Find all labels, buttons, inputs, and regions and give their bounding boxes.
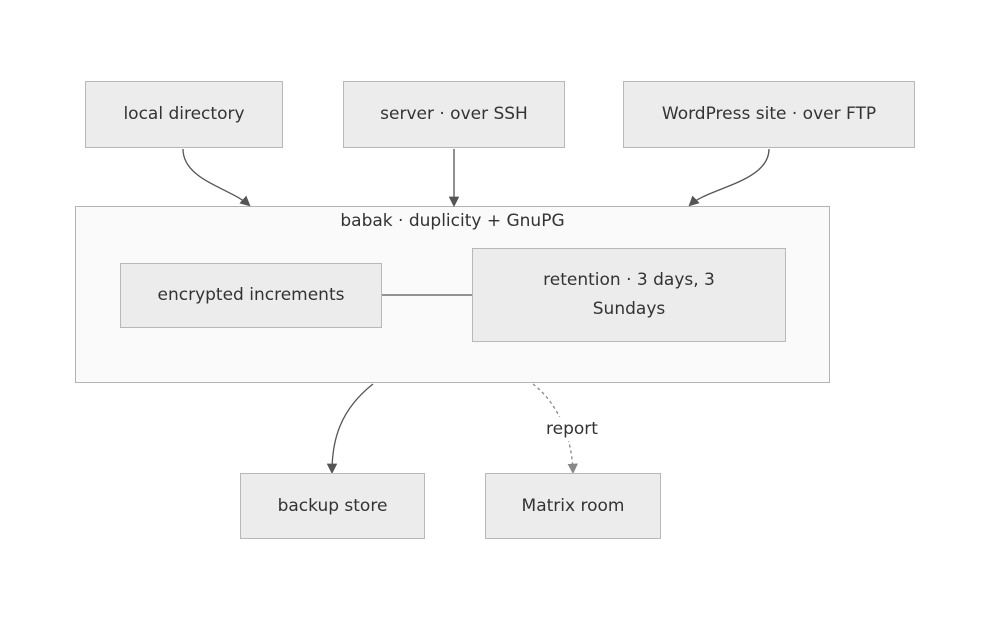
node-wordpress-ftp-label: WordPress site · over FTP [661,104,877,124]
edge-cluster-to-backup-store [326,383,374,475]
node-backup-store-label: backup store [277,495,388,516]
node-server-ssh-label: server · over SSH [380,104,528,124]
node-server-ssh: server · over SSH [343,81,565,148]
edge-wordpress-to-cluster [688,148,770,207]
node-matrix-room-label: Matrix room [521,495,625,516]
node-retention-label: retention · 3 days, 3 Sundays [543,270,715,319]
node-matrix-room: Matrix room [485,473,661,539]
edge-local-to-cluster [182,148,251,207]
node-local-directory-label: local directory [123,104,245,124]
node-local-directory: local directory [85,81,283,148]
cluster-title: babak · duplicity + GnuPG [340,211,565,231]
node-retention: retention · 3 days, 3 Sundays [472,248,786,342]
node-encrypted-increments: encrypted increments [120,263,382,328]
node-backup-store: backup store [240,473,425,539]
edge-label-report: report [543,417,601,441]
node-encrypted-increments-label: encrypted increments [157,285,345,305]
node-wordpress-ftp: WordPress site · over FTP [623,81,915,148]
